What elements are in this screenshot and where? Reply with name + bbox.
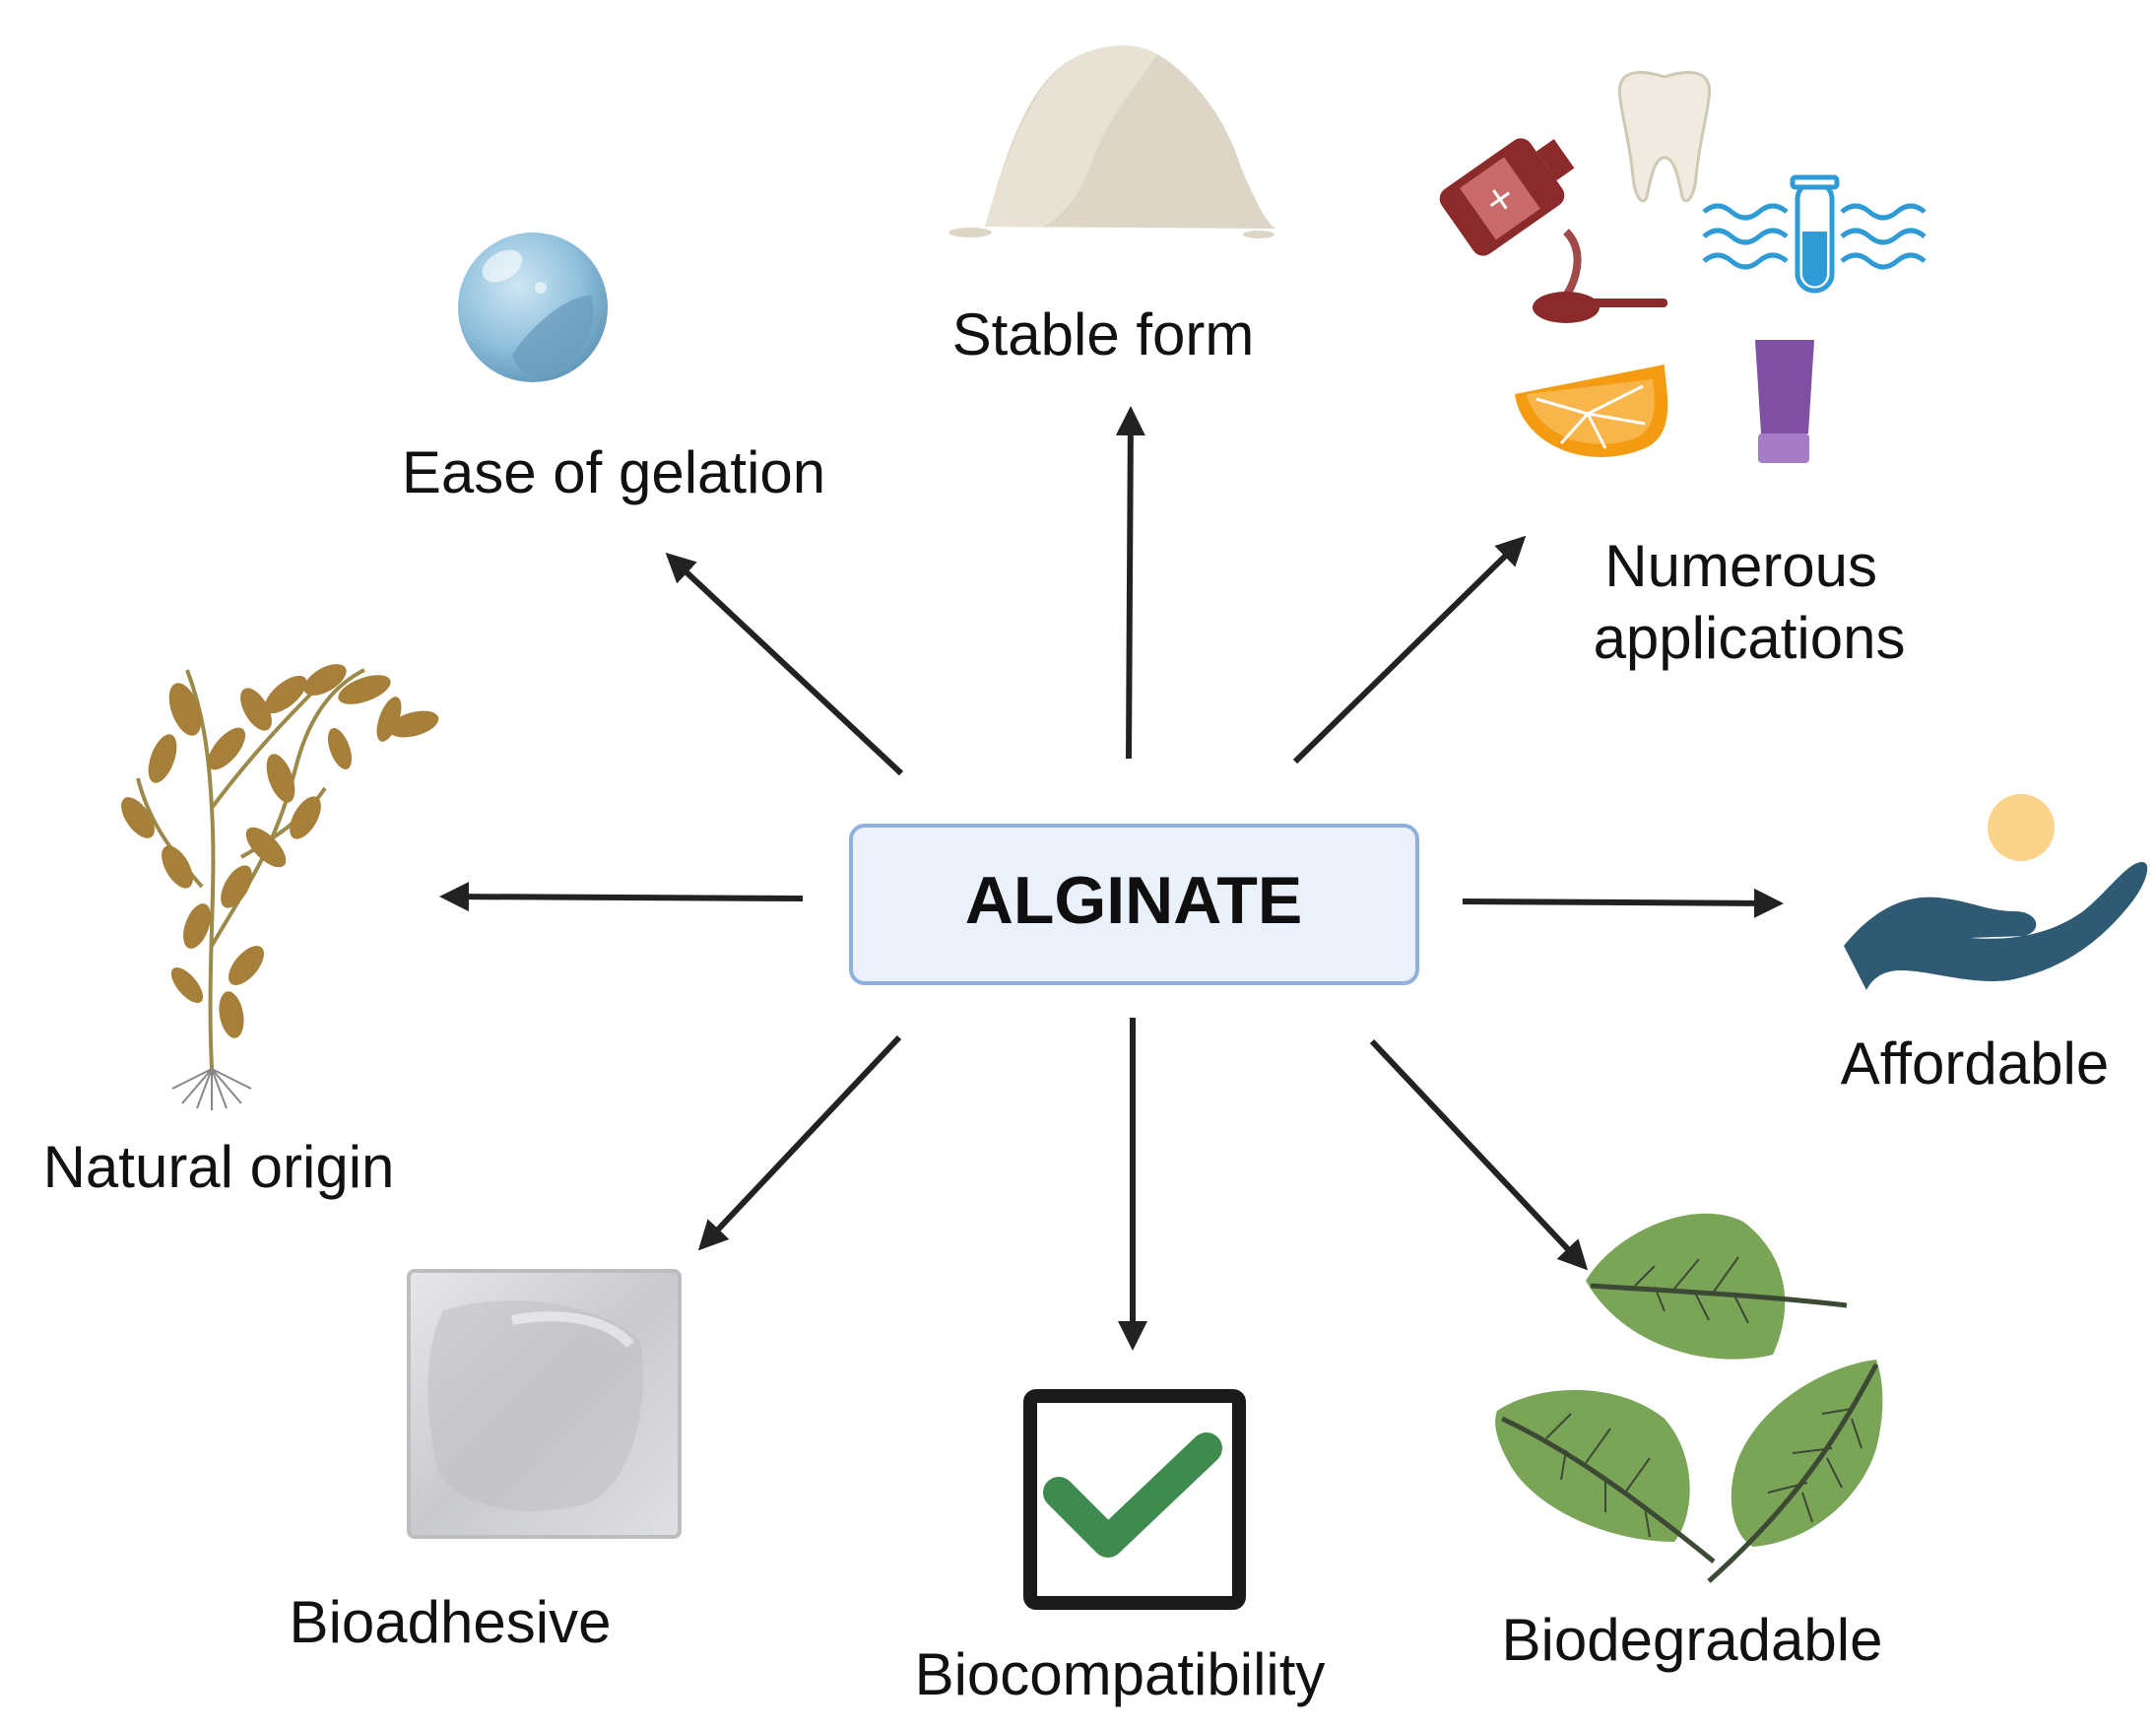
adhesive-pad-icon [407,1269,682,1539]
arrow-to-biodegradable [1369,1038,1589,1271]
center-label: ALGINATE [965,863,1303,938]
arrow-to-ease-of-gelation [665,552,904,776]
seaweed-icon [121,664,439,1110]
orange-slice-icon [1515,365,1668,457]
label-bioadhesive: Bioadhesive [290,1589,612,1655]
label-ease-of-gelation: Ease of gelation [402,439,825,505]
cosmetic-tube-icon [1755,340,1814,463]
label-biocompatibility: Biocompatibility [915,1641,1326,1707]
label-affordable: Affordable [1841,1031,2109,1097]
water-test-tube-icon [1702,174,1927,294]
spoon-icon [1533,292,1667,323]
label-natural-origin: Natural origin [43,1134,395,1200]
label-stable-form: Stable form [952,301,1255,367]
label-biodegradable: Biodegradable [1502,1607,1883,1673]
arrow-to-natural-origin [439,882,804,912]
leaves-icon [1495,1213,1883,1583]
arrow-to-bioadhesive [697,1034,902,1251]
leaf-top [1586,1213,1848,1360]
hand-coin-icon [1844,794,2148,990]
arrow-to-stable-form [1115,406,1145,760]
center-node: ALGINATE [849,824,1419,985]
tooth-icon [1617,71,1712,203]
powder-pile-icon [948,45,1275,238]
coin-icon [1988,794,2055,861]
leaf-right [1707,1360,1883,1583]
arrow-to-numerous-applications [1292,535,1527,765]
leaf-left [1495,1389,1716,1564]
arrow-to-affordable [1462,888,1784,918]
checkbox-icon [1023,1389,1246,1610]
label-numerous-applications: Numerous applications [1594,533,1906,671]
gel-bead-icon [458,233,608,382]
arrows [439,406,1784,1351]
center-box [849,824,1419,985]
property-labels: Stable form Ease of gelation Numerous ap… [43,301,2110,1707]
applications-icons: + [1439,71,1927,463]
medicine-bottle-icon: + [1439,138,1575,256]
